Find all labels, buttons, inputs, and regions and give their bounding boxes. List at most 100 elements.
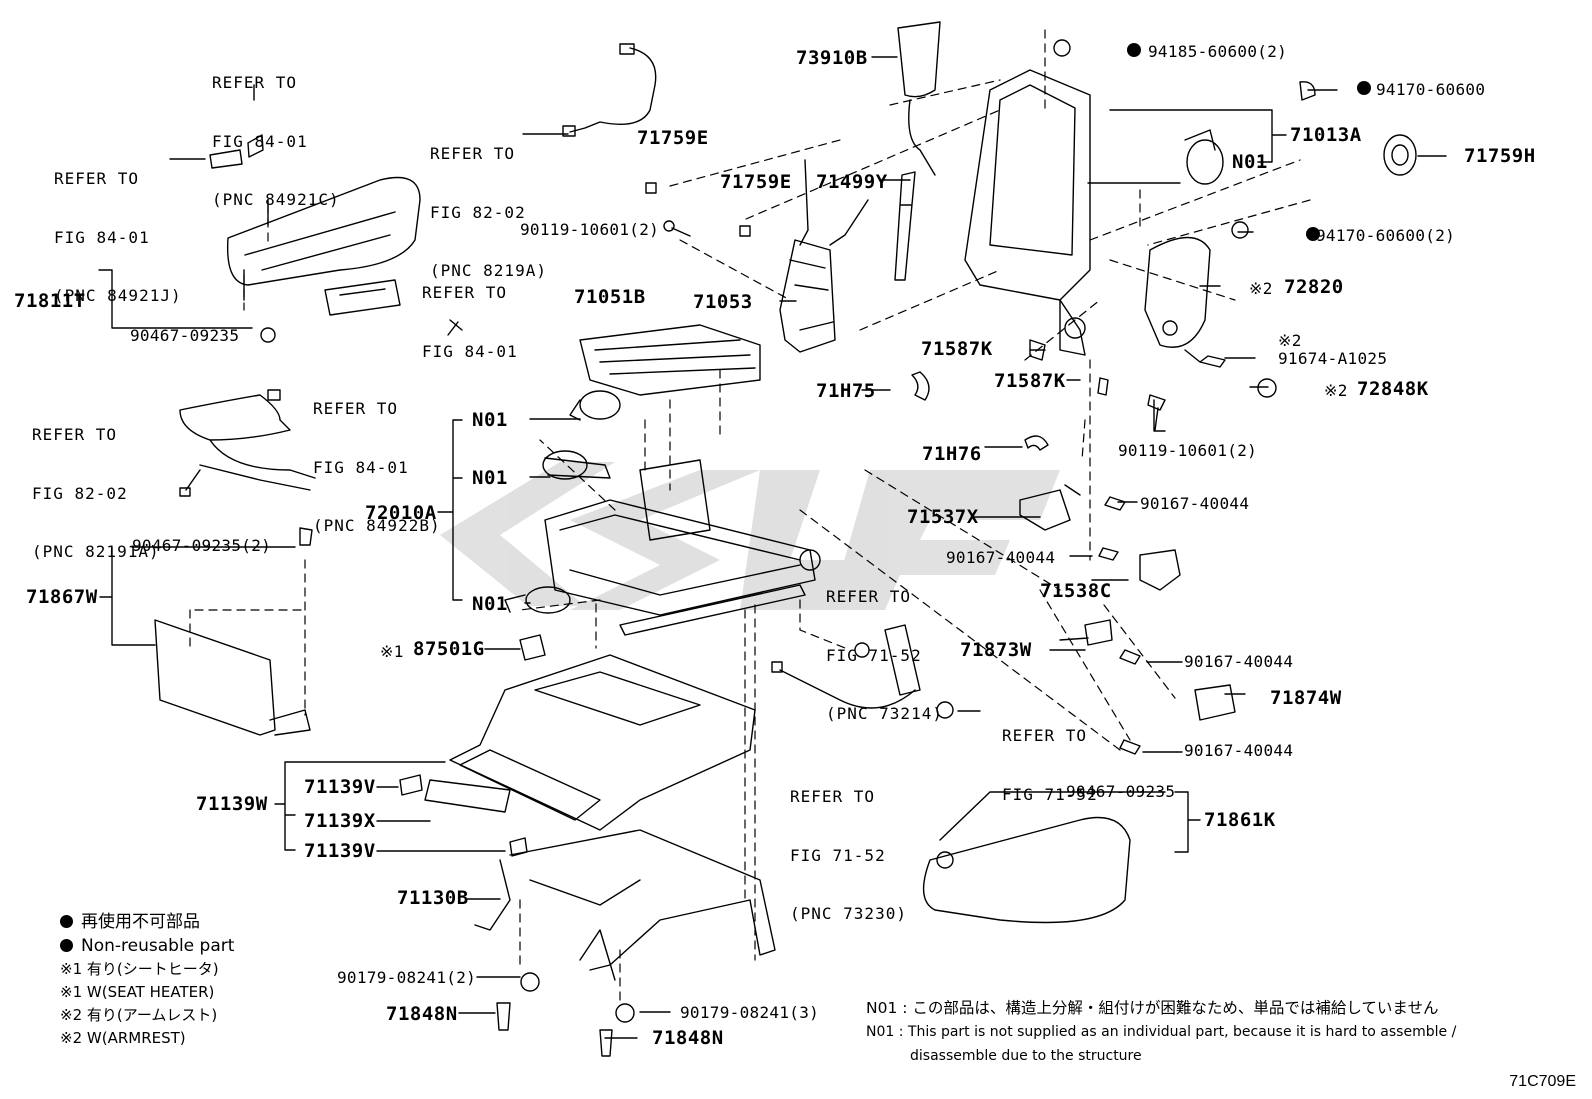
legend-text: 再使用不可部品 bbox=[81, 912, 200, 932]
ref-line: (PNC 73230) bbox=[790, 904, 907, 923]
part-91674[interactable]: 91674-A1025 bbox=[1278, 349, 1388, 368]
ref-line: FIG 71-52 bbox=[790, 845, 886, 865]
part-71H75[interactable]: 71H75 bbox=[816, 380, 876, 402]
refer-fig-82-02-8219A[interactable]: REFER TO FIG 82-02 (PNC 8219A) bbox=[430, 105, 547, 300]
n01-notes: N01 : この部品は、構造上分解・組付けが困難なため、単品では補給していません… bbox=[866, 996, 1456, 1068]
ref-line: REFER TO bbox=[826, 587, 912, 606]
nonreusable-markers bbox=[1127, 43, 1371, 241]
part-90167-c[interactable]: 90167-40044 bbox=[1184, 652, 1294, 671]
part-72848K[interactable]: 72848K bbox=[1357, 378, 1429, 400]
part-N01-c[interactable]: N01 bbox=[472, 593, 508, 615]
mark-1: ※1 bbox=[380, 642, 404, 661]
legend-m1-en: ※1 W(SEAT HEATER) bbox=[60, 983, 215, 1001]
ref-line: (PNC 84921C) bbox=[212, 190, 340, 209]
ref-line: (PNC 73214) bbox=[826, 704, 943, 723]
refer-fig-71-52-73230[interactable]: REFER TO FIG 71-52 (PNC 73230) bbox=[790, 748, 907, 943]
ref-line: FIG 84-01 bbox=[422, 341, 518, 361]
ref-line: (PNC 82191A) bbox=[32, 542, 160, 561]
part-90179-a[interactable]: 90179-08241(2) bbox=[337, 968, 477, 987]
part-71051B[interactable]: 71051B bbox=[574, 286, 646, 308]
part-71130B[interactable]: 71130B bbox=[397, 887, 469, 909]
legend-nonreusable-jp: 再使用不可部品 bbox=[60, 910, 234, 934]
ref-line: FIG 84-01 bbox=[313, 457, 409, 477]
part-71013A[interactable]: 71013A bbox=[1290, 124, 1362, 146]
ref-line: REFER TO bbox=[1002, 726, 1088, 745]
refer-fig-71-52[interactable]: REFER TO FIG 71-52 bbox=[1002, 687, 1098, 824]
part-73910B[interactable]: 73910B bbox=[796, 47, 868, 69]
part-71499Y[interactable]: 71499Y bbox=[816, 171, 888, 193]
refer-fig-84-01-84921J[interactable]: REFER TO FIG 84-01 (PNC 84921J) bbox=[54, 130, 182, 325]
refer-fig-71-52-73214[interactable]: REFER TO FIG 71-52 (PNC 73214) bbox=[826, 548, 943, 743]
refer-fig-84-01[interactable]: REFER TO FIG 84-01 bbox=[422, 244, 518, 381]
legend-m2-en: ※2 W(ARMREST) bbox=[60, 1029, 186, 1047]
part-71537X[interactable]: 71537X bbox=[907, 506, 979, 528]
part-71848N-a[interactable]: 71848N bbox=[386, 1003, 458, 1025]
dot-icon bbox=[60, 915, 73, 928]
ref-line: FIG 82-02 bbox=[430, 202, 526, 222]
note-en-2: disassemble due to the structure bbox=[910, 1048, 1142, 1064]
part-71587K-a[interactable]: 71587K bbox=[921, 338, 993, 360]
part-90167-d[interactable]: 90167-40044 bbox=[1184, 741, 1294, 760]
part-71053[interactable]: 71053 bbox=[693, 291, 753, 313]
part-71759H[interactable]: 71759H bbox=[1464, 145, 1536, 167]
ref-line: REFER TO bbox=[212, 73, 298, 92]
part-71867W[interactable]: 71867W bbox=[26, 586, 98, 608]
part-71811T[interactable]: 71811T bbox=[14, 290, 86, 312]
part-94170-a[interactable]: 94170-60600 bbox=[1376, 80, 1486, 99]
ref-line: REFER TO bbox=[422, 283, 508, 302]
part-90467-b[interactable]: 90467-09235(2) bbox=[132, 536, 272, 555]
refer-fig-82-02-82191A[interactable]: REFER TO FIG 82-02 (PNC 82191A) bbox=[32, 386, 160, 581]
part-71538C[interactable]: 71538C bbox=[1040, 580, 1112, 602]
part-71139V-b[interactable]: 71139V bbox=[304, 840, 376, 862]
mark-2b: ※2 bbox=[1278, 331, 1302, 350]
part-71759E[interactable]: 71759E bbox=[637, 127, 709, 149]
part-71874W[interactable]: 71874W bbox=[1270, 687, 1342, 709]
part-71139X[interactable]: 71139X bbox=[304, 810, 376, 832]
legend-m2-jp: ※2 有り(アームレスト) bbox=[60, 1006, 218, 1024]
part-94185[interactable]: 94185-60600(2) bbox=[1148, 42, 1288, 61]
ref-line: (PNC 84922B) bbox=[313, 516, 441, 535]
part-90119-a[interactable]: 90119-10601(2) bbox=[520, 220, 660, 239]
part-71H76[interactable]: 71H76 bbox=[922, 443, 982, 465]
refer-fig-84-01-84921C[interactable]: REFER TO FIG 84-01 (PNC 84921C) bbox=[212, 34, 340, 229]
part-94170-b[interactable]: 94170-60600(2) bbox=[1316, 226, 1456, 245]
legend-m1-jp: ※1 有り(シートヒータ) bbox=[60, 960, 219, 978]
part-90467-a[interactable]: 90467-09235 bbox=[130, 326, 240, 345]
part-N01-b[interactable]: N01 bbox=[472, 467, 508, 489]
refer-fig-84-01-84922B[interactable]: REFER TO FIG 84-01 (PNC 84922B) bbox=[313, 360, 441, 555]
legend-nonreusable-en: Non-reusable part bbox=[60, 934, 234, 958]
note-en-1: N01 : This part is not supplied as an in… bbox=[866, 1024, 1457, 1040]
ref-line: FIG 82-02 bbox=[32, 483, 128, 503]
part-71873W[interactable]: 71873W bbox=[960, 639, 1032, 661]
part-87501G[interactable]: 87501G bbox=[413, 638, 485, 660]
legend-text: Non-reusable part bbox=[81, 936, 235, 956]
part-90467-c[interactable]: 90467-09235 bbox=[1066, 782, 1176, 801]
ref-line: (PNC 84921J) bbox=[54, 286, 182, 305]
diagram-code: 71C709E bbox=[1509, 1073, 1576, 1090]
part-72010A[interactable]: 72010A bbox=[365, 502, 437, 524]
legend: 再使用不可部品 Non-reusable part ※1 有り(シートヒータ) … bbox=[60, 910, 234, 1050]
part-90179-b[interactable]: 90179-08241(3) bbox=[680, 1003, 820, 1022]
ref-line: REFER TO bbox=[313, 399, 399, 418]
part-71587K-b[interactable]: 71587K bbox=[994, 370, 1066, 392]
dot-icon bbox=[60, 939, 73, 952]
ref-line: REFER TO bbox=[430, 144, 516, 163]
part-71759E-b[interactable]: 71759E bbox=[720, 171, 792, 193]
part-71139V-a[interactable]: 71139V bbox=[304, 776, 376, 798]
part-N01-a[interactable]: N01 bbox=[472, 409, 508, 431]
ref-line: REFER TO bbox=[790, 787, 876, 806]
ref-line: FIG 71-52 bbox=[1002, 784, 1098, 804]
part-N01-top[interactable]: N01 bbox=[1232, 151, 1268, 173]
part-72820[interactable]: 72820 bbox=[1284, 276, 1344, 298]
part-71861K[interactable]: 71861K bbox=[1204, 809, 1276, 831]
part-90167-a[interactable]: 90167-40044 bbox=[1140, 494, 1250, 513]
ref-line: REFER TO bbox=[32, 425, 118, 444]
part-71848N-b[interactable]: 71848N bbox=[652, 1027, 724, 1049]
part-71139W[interactable]: 71139W bbox=[196, 793, 268, 815]
part-90167-b[interactable]: 90167-40044 bbox=[946, 548, 1056, 567]
part-90119-b[interactable]: 90119-10601(2) bbox=[1118, 441, 1258, 460]
ref-line: FIG 84-01 bbox=[54, 227, 150, 247]
mark-2a: ※2 bbox=[1249, 279, 1273, 298]
